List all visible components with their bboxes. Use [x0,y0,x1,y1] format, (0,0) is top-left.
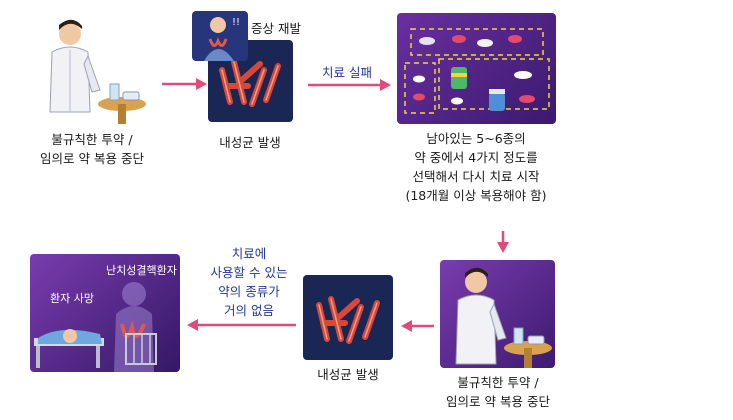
step2-caption: 내성균 발생 [219,135,281,150]
illustration-patient-death: 난치성결핵환자 환자 사망 [30,254,180,372]
arrow-step1-to-step2 [162,78,207,90]
step1-caption-line-1: 불규칙한 투약 / [51,132,133,147]
illustration-symptom-relapse: !! [192,11,248,61]
step3-caption-line-4: (18개월 이상 복용해야 함) [405,188,547,203]
arrow-step4-to-step5 [401,320,434,332]
step4-caption-line-2: 임의로 약 복용 중단 [446,394,550,409]
few-drugs-line-3: 약의 종류가 [218,284,280,299]
few-drugs-label: 치료에 사용할 수 있는 약의 종류가 거의 없음 [204,244,294,320]
step1-caption-line-2: 임의로 약 복용 중단 [40,151,144,166]
illustration-stop-medication-bottom [440,260,555,368]
step4-caption-line-1: 불규칙한 투약 / [457,375,539,390]
arrow-step3-to-step4 [497,231,509,253]
step3-caption-line-1: 남아있는 5~6종의 [426,131,526,146]
arrow-step2-to-step3 [308,79,391,91]
few-drugs-line-1: 치료에 [231,246,267,261]
mdr-tb-patient-label: 난치성결핵환자 [106,264,177,277]
step4-caption: 불규칙한 투약 / 임의로 약 복용 중단 [428,373,568,411]
patient-death-label: 환자 사망 [50,292,94,305]
few-drugs-line-4: 거의 없음 [224,303,274,318]
step3-caption-line-2: 약 중에서 4가지 정도를 [414,150,538,165]
few-drugs-line-2: 사용할 수 있는 [210,265,288,280]
illustration-resistant-bacteria-bottom [303,275,393,360]
step5-caption: 내성균 발생 [317,367,379,382]
step1-caption: 불규칙한 투약 / 임의로 약 복용 중단 [22,130,162,168]
arrow-step5-to-step6 [187,319,296,331]
step3-caption: 남아있는 5~6종의 약 중에서 4가지 정도를 선택해서 다시 치료 시작 (… [386,129,566,205]
step3-caption-line-3: 선택해서 다시 치료 시작 [412,169,540,184]
illustration-stop-medication-top [30,12,150,125]
svg-text:!!: !! [232,17,240,28]
treatment-fail-label: 치료 실패 [322,65,372,80]
illustration-remaining-drugs [397,13,556,124]
symptom-relapse-label: 증상 재발 [251,21,301,36]
